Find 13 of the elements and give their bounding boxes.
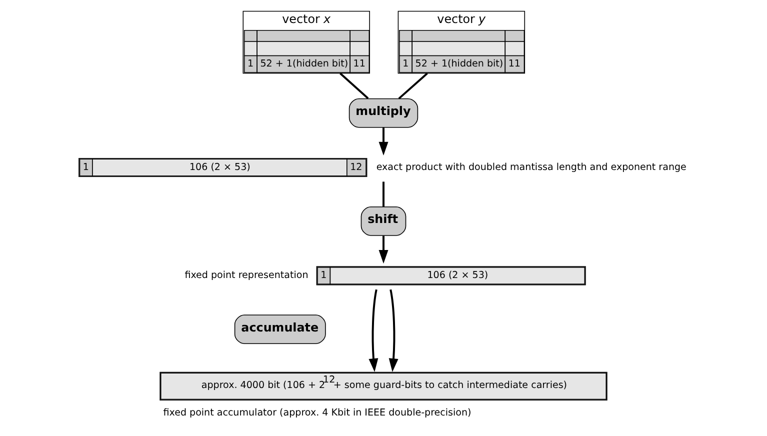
node-box: shift (360, 206, 406, 236)
node-box: accumulate (234, 314, 326, 344)
arrow (368, 289, 378, 372)
node-label: exact product with doubled mantissa length and exponent range (376, 162, 686, 173)
arrow (378, 236, 388, 264)
arrow (378, 128, 388, 156)
connector (382, 182, 384, 206)
node-label: fixed point accumulator (approx. 4 Kbit in IEEE double-precision) (163, 408, 472, 419)
connector (398, 72, 428, 100)
connector (340, 72, 369, 100)
arrow (388, 289, 398, 372)
node-box: multiply (348, 98, 418, 128)
node-label: fixed point representation (184, 270, 308, 282)
